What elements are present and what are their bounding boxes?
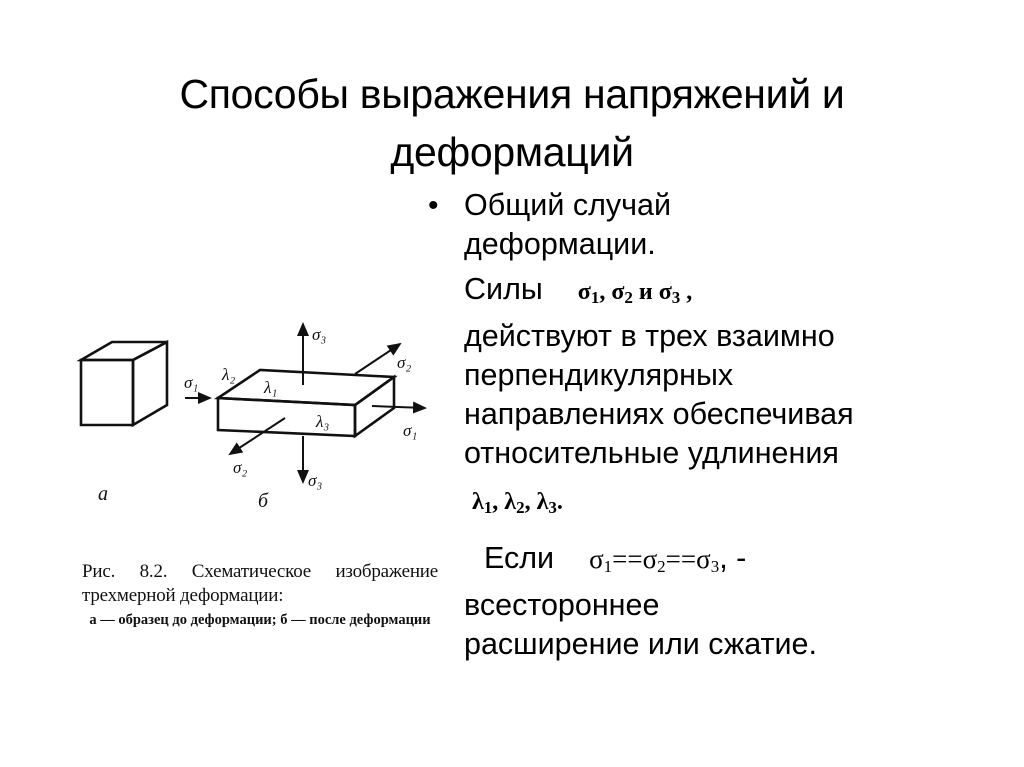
sigma2-top-label: σ₂ — [397, 353, 411, 372]
forces-word: Силы — [464, 272, 543, 306]
bullet-list: • Общий случай деформации. Силы σ1, σ2 и… — [428, 186, 988, 664]
conclusion-line-2: расширение или сжатие. — [464, 627, 817, 661]
lambda1-label: λ₁ — [263, 378, 277, 397]
bullet-dot-icon: • — [428, 189, 439, 222]
deformation-diagram: σ₃ σ₃ σ₁ σ₁ σ₂ σ₂ λ₂ λ₁ λ₃ а б — [76, 322, 427, 512]
caption-main: Рис. 8.2. Схематическое изображение трех… — [82, 561, 438, 606]
forces-line: Силы σ1, σ2 и σ3 , — [464, 270, 988, 317]
equality-formula: σ1==σ2==σ3 — [589, 544, 720, 576]
heading-line-1: Общий случай — [464, 188, 672, 222]
sigma2-bottom-label: σ₂ — [233, 458, 247, 477]
sigma1-left-label: σ₁ — [184, 373, 198, 392]
panel-b-label: б — [258, 490, 269, 512]
lambda3-label: λ₃ — [315, 412, 329, 431]
lambda2-label: λ₂ — [221, 365, 235, 384]
figure-caption: Рис. 8.2. Схематическое изображение трех… — [82, 560, 438, 629]
condition-line: Если σ1==σ2==σ3, - — [484, 541, 747, 576]
deformation-figure: σ₃ σ₃ σ₁ σ₁ σ₂ σ₂ λ₂ λ₁ λ₃ а б — [60, 300, 440, 520]
cube-before-deformation — [76, 339, 169, 428]
sigma3-bottom-label: σ₃ — [308, 471, 322, 490]
caption-sub: а — образец до деформации; б — после деф… — [89, 612, 431, 628]
body-line-3: направлениях обеспечивая — [464, 397, 854, 431]
body-line-1: действуют в трех взаимно — [464, 319, 835, 353]
body-line-2: перпендикулярных — [464, 358, 734, 392]
panel-a-label: а — [98, 483, 108, 505]
body-line-4: относительные удлинения — [464, 436, 839, 470]
slide-title: Способы выражения напряжений и деформаци… — [179, 71, 845, 176]
if-word: Если — [484, 541, 555, 575]
conclusion-line-1: всестороннее — [464, 588, 660, 622]
bullet-item: • Общий случай деформации. Силы σ1, σ2 и… — [428, 186, 988, 664]
lambdas-formula: λ1, λ2, λ3. — [472, 489, 563, 517]
heading-line-2: деформации. — [464, 227, 656, 261]
forces-formula: σ1, σ2 и σ3 , — [577, 279, 693, 307]
sigma3-top-label: σ₃ — [312, 325, 326, 344]
sigma1-right-label: σ₁ — [403, 421, 417, 440]
slab-after-deformation — [214, 368, 398, 439]
